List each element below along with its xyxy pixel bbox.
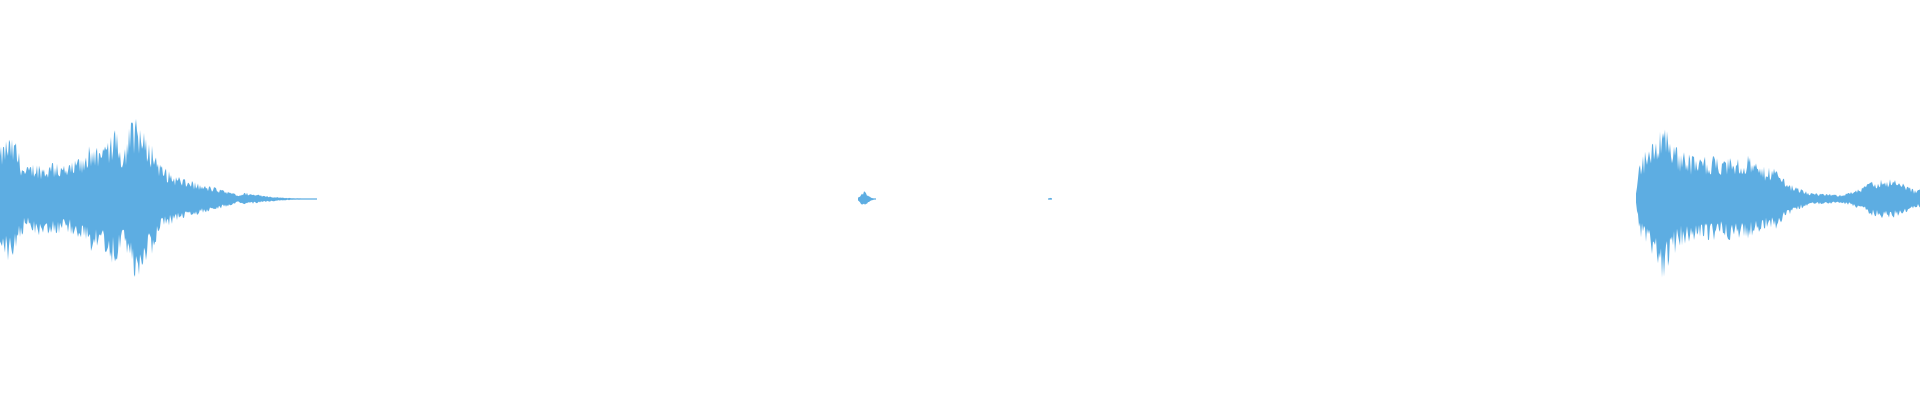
waveform-segment-1	[0, 118, 317, 277]
waveform-segment-2	[858, 191, 876, 205]
waveform-segment-4-centerline	[1636, 198, 1920, 200]
waveform-segment-3-centerline	[1048, 198, 1052, 200]
waveform-segment-4	[1636, 129, 1920, 278]
waveform-segment-2-centerline	[858, 198, 876, 200]
waveform-segment-1-centerline	[0, 198, 317, 200]
